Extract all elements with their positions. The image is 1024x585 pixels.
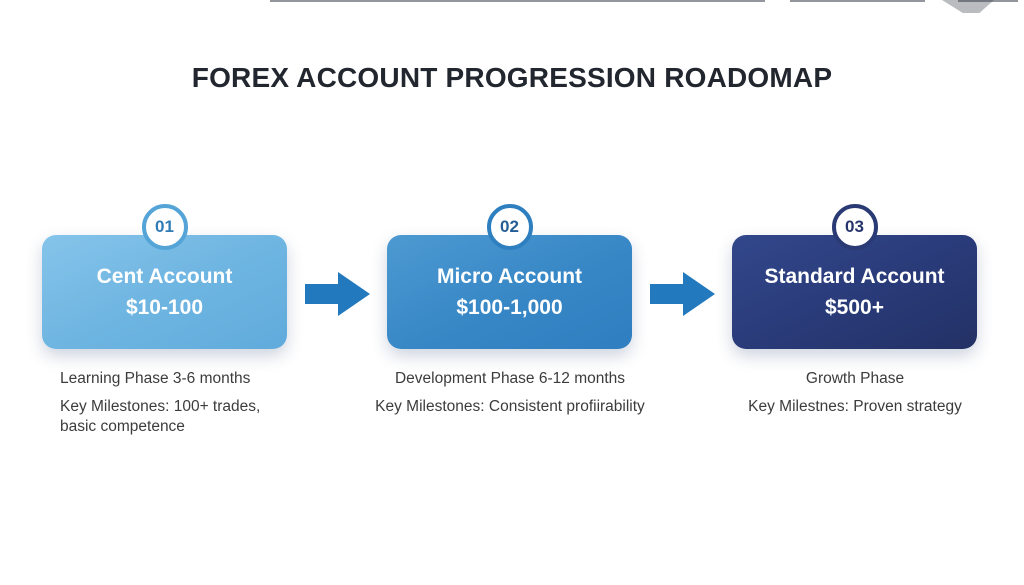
step-number-badge: 03 — [831, 204, 878, 250]
top-edge-artifact — [270, 0, 765, 2]
step-card-micro-account: 02 Micro Account $100-1,000 — [387, 204, 632, 349]
step-card-standard-account: 03 Standard Account $500+ — [732, 204, 977, 349]
milestones-text: Key Milestones: 100+ trades, basic compe… — [60, 397, 261, 435]
phase-text: Growth Phase — [805, 370, 905, 387]
top-edge-artifact — [958, 0, 1018, 2]
account-range: $500+ — [825, 296, 884, 319]
step-number: 01 — [155, 217, 174, 236]
account-name: Cent Account — [96, 264, 233, 288]
step-card-cent-account: 01 Cent Account $10-100 — [42, 204, 287, 349]
account-range: $10-100 — [125, 296, 204, 319]
top-edge-artifact — [942, 0, 994, 13]
step-number-badge: 01 — [141, 204, 188, 250]
step-caption-micro: Development Phase 6-12 months Key Milest… — [360, 369, 660, 417]
right-arrow-icon — [650, 269, 716, 319]
account-range: $100-1,000 — [456, 296, 563, 319]
step-number: 03 — [845, 217, 864, 236]
page-title: FOREX ACCOUNT PROGRESSION ROADOMAP — [191, 62, 833, 93]
top-edge-artifact — [790, 0, 925, 2]
milestones-text: Key Milestnes: Proven strategy — [748, 397, 962, 415]
account-name: Standard Account — [764, 264, 945, 288]
right-arrow-icon — [305, 269, 371, 319]
phase-text: Learning Phase 3-6 months — [60, 370, 251, 387]
step-caption-standard: Growth Phase Key Milestnes: Proven strat… — [705, 369, 1005, 417]
account-name: Micro Account — [436, 264, 583, 288]
step-number-badge: 02 — [486, 204, 533, 250]
phase-text: Development Phase 6-12 months — [394, 370, 626, 387]
milestones-text: Key Milestones: Consistent profiirabilit… — [375, 397, 645, 415]
step-number: 02 — [500, 217, 519, 236]
step-caption-cent: Learning Phase 3-6 months Key Milestones… — [60, 369, 290, 436]
